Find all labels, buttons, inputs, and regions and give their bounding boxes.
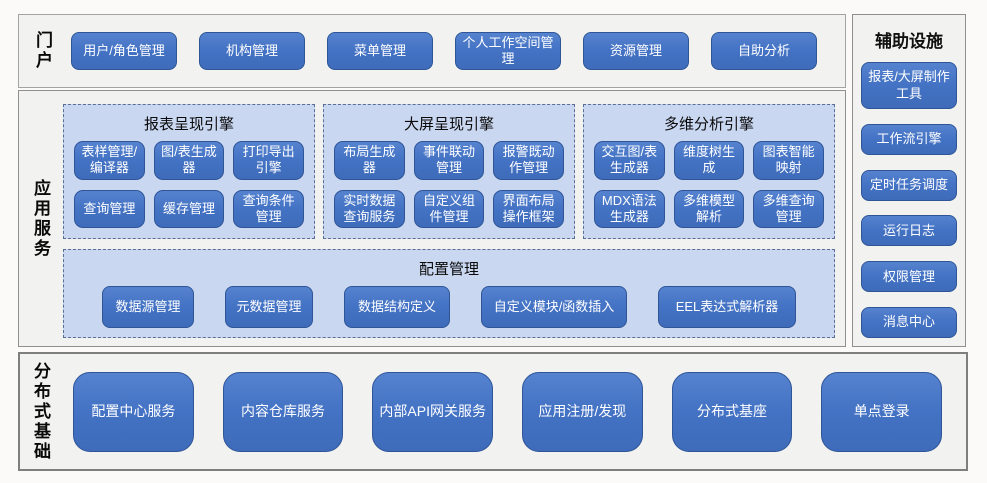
group-bigscreen-engine-title: 大屏呈现引擎	[403, 116, 494, 133]
node-self-service-analysis: 自助分析	[711, 32, 817, 70]
section-foundation: 分布式基础 配置中心服务 内容仓库服务 内部API网关服务 应用注册/发现 分布…	[18, 352, 968, 471]
section-auxiliary-title: 辅助设施	[875, 32, 943, 51]
node-workflow-engine: 工作流引擎	[861, 123, 957, 155]
group-config-management-title: 配置管理	[418, 261, 479, 278]
engine-groups-row: 报表呈现引擎 表样管理/编译器 图/表生成器 打印导出引擎 查询管理 缓存管理 …	[63, 104, 835, 239]
node-personal-workspace-management: 个人工作空间管理	[455, 32, 561, 70]
group-report-engine: 报表呈现引擎 表样管理/编译器 图/表生成器 打印导出引擎 查询管理 缓存管理 …	[63, 104, 315, 239]
node-event-linkage-management: 事件联动管理	[413, 141, 485, 180]
node-report-bigscreen-authoring-tool: 报表/大屏制作工具	[861, 62, 957, 109]
node-datasource-management: 数据源管理	[102, 286, 194, 328]
auxiliary-node-stack: 报表/大屏制作工具 工作流引擎 定时任务调度 运行日志 权限管理 消息中心	[861, 62, 957, 338]
section-auxiliary: 辅助设施 报表/大屏制作工具 工作流引擎 定时任务调度 运行日志 权限管理 消息…	[852, 14, 966, 347]
section-foundation-label: 分布式基础	[31, 361, 50, 462]
group-olap-engine-title: 多维分析引擎	[663, 116, 754, 133]
node-print-export-engine: 打印导出引擎	[233, 141, 304, 180]
node-query-condition-management: 查询条件管理	[233, 189, 304, 228]
node-scheduled-task-scheduling: 定时任务调度	[861, 169, 957, 201]
node-layout-generator: 布局生成器	[334, 141, 405, 180]
portal-node-row: 用户/角色管理 机构管理 菜单管理 个人工作空间管理 资源管理 自助分析	[59, 32, 845, 70]
section-portal: 门户 用户/角色管理 机构管理 菜单管理 个人工作空间管理 资源管理 自助分析	[18, 14, 846, 88]
node-interactive-chart-generator: 交互图/表生成器	[594, 141, 665, 180]
app-services-content: 报表呈现引擎 表样管理/编译器 图/表生成器 打印导出引擎 查询管理 缓存管理 …	[57, 91, 845, 346]
node-alarm-action-management: 报警既动作管理	[493, 141, 564, 180]
node-permission-management: 权限管理	[861, 261, 957, 293]
node-message-center: 消息中心	[861, 306, 957, 338]
group-config-management-row: 数据源管理 元数据管理 数据结构定义 自定义模块/函数插入 EEL表达式解析器	[74, 286, 824, 332]
node-eel-expression-parser: EEL表达式解析器	[658, 286, 796, 328]
node-multidim-model-parsing: 多维模型解析	[673, 189, 745, 228]
node-dimension-tree-generation: 维度树生成	[673, 141, 745, 180]
node-menu-management: 菜单管理	[327, 32, 433, 70]
node-multidim-query-management: 多维查询管理	[753, 189, 824, 228]
node-distributed-base: 分布式基座	[671, 371, 793, 452]
group-olap-engine: 多维分析引擎 交互图/表生成器 维度树生成 图表智能映射 MDX语法生成器 多维…	[583, 104, 835, 239]
foundation-node-row: 配置中心服务 内容仓库服务 内部API网关服务 应用注册/发现 分布式基座 单点…	[57, 371, 966, 452]
group-bigscreen-engine-grid: 布局生成器 事件联动管理 报警既动作管理 实时数据查询服务 自定义组件管理 界面…	[334, 141, 564, 228]
node-query-management: 查询管理	[74, 189, 145, 228]
node-sheet-management-compiler: 表样管理/编译器	[74, 141, 145, 180]
node-metadata-management: 元数据管理	[225, 286, 313, 328]
node-resource-management: 资源管理	[583, 32, 689, 70]
node-data-structure-definition: 数据结构定义	[344, 286, 450, 328]
node-app-registration-discovery: 应用注册/发现	[522, 371, 643, 452]
node-chart-table-generator: 图/表生成器	[153, 141, 225, 180]
node-user-role-management: 用户/角色管理	[71, 32, 177, 70]
node-run-log: 运行日志	[861, 215, 957, 247]
node-internal-api-gateway-service: 内部API网关服务	[372, 371, 494, 452]
node-mdx-syntax-generator: MDX语法生成器	[594, 189, 665, 228]
node-realtime-data-query-service: 实时数据查询服务	[334, 189, 405, 228]
node-single-sign-on: 单点登录	[821, 371, 943, 452]
group-config-management: 配置管理 数据源管理 元数据管理 数据结构定义 自定义模块/函数插入 EEL表达…	[63, 249, 835, 338]
group-report-engine-grid: 表样管理/编译器 图/表生成器 打印导出引擎 查询管理 缓存管理 查询条件管理	[74, 141, 304, 228]
node-content-repository-service: 内容仓库服务	[222, 371, 344, 452]
group-olap-engine-grid: 交互图/表生成器 维度树生成 图表智能映射 MDX语法生成器 多维模型解析 多维…	[594, 141, 824, 228]
group-report-engine-title: 报表呈现引擎	[143, 116, 234, 133]
node-chart-smart-mapping: 图表智能映射	[753, 141, 824, 180]
node-org-management: 机构管理	[199, 32, 305, 70]
section-portal-label: 门户	[33, 31, 52, 71]
node-custom-module-function-insert: 自定义模块/函数插入	[481, 286, 627, 328]
node-custom-component-management: 自定义组件管理	[413, 189, 485, 228]
section-app-services: 应用服务 报表呈现引擎 表样管理/编译器 图/表生成器 打印导出引擎 查询管理 …	[18, 90, 846, 347]
group-bigscreen-engine: 大屏呈现引擎 布局生成器 事件联动管理 报警既动作管理 实时数据查询服务 自定义…	[323, 104, 575, 239]
section-app-services-label: 应用服务	[31, 178, 50, 259]
node-ui-layout-operation-framework: 界面布局操作框架	[493, 189, 564, 228]
node-config-center-service: 配置中心服务	[73, 371, 194, 452]
node-cache-management: 缓存管理	[153, 189, 225, 228]
